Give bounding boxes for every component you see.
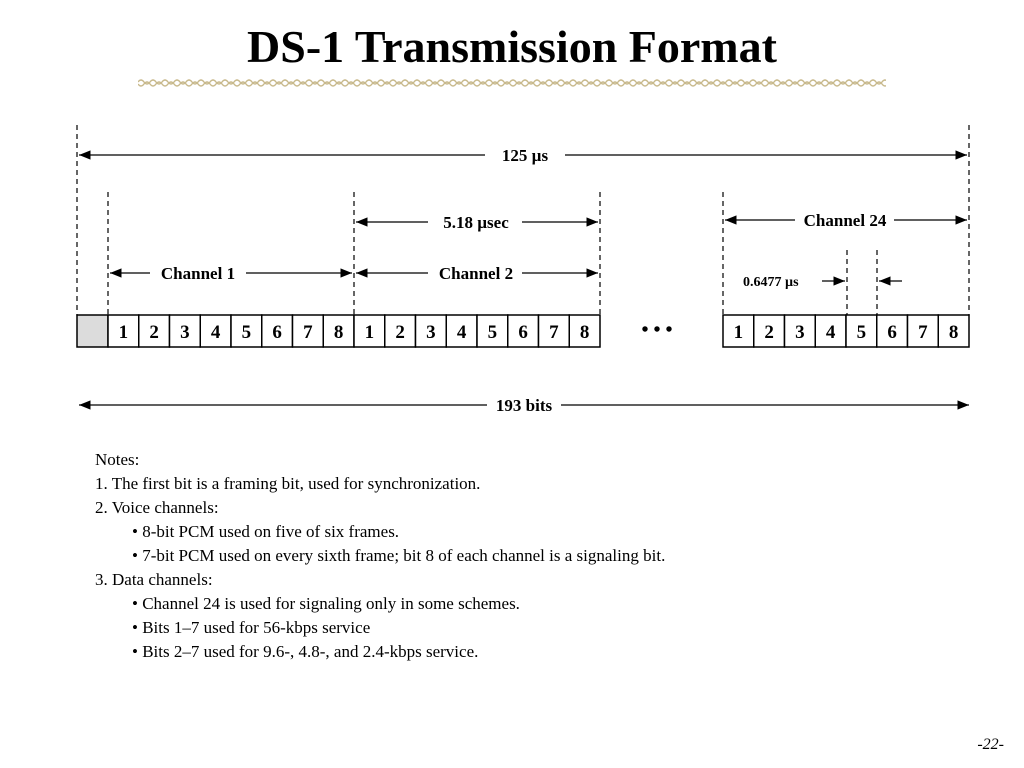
framing-bit-cell [76, 314, 109, 348]
note-voice-7bit: • 7-bit PCM used on every sixth frame; b… [132, 546, 666, 565]
channel2-bit-cell [476, 314, 509, 348]
channel2-bit-number: 8 [580, 322, 590, 343]
ellipsis: • • • [641, 319, 672, 341]
channel1-bit-cell [230, 314, 263, 348]
channel24-bit-cell [876, 314, 909, 348]
page-number: -22- [977, 736, 1004, 753]
note-data-56kbps: • Bits 1–7 used for 56-kbps service [132, 618, 371, 637]
channel2-bit-number: 3 [426, 322, 436, 343]
channel-duration-label: 5.18 µsec [443, 213, 509, 232]
channel24-bit-number: 1 [734, 322, 744, 343]
channel1-bit-number: 8 [334, 322, 344, 343]
channel24-bit-number: 6 [887, 322, 897, 343]
channel1-bit-number: 5 [242, 322, 252, 343]
channel2-bit-cell [507, 314, 540, 348]
channel2-bit-cell [384, 314, 417, 348]
channel1-bit-cell [199, 314, 232, 348]
channel1-bit-number: 4 [211, 322, 221, 343]
channel2-label: Channel 2 [439, 264, 513, 283]
channel24-bit-number: 3 [795, 322, 805, 343]
note-voice-channels: 2. Voice channels: [95, 498, 219, 517]
slide-title: DS-1 Transmission Format [247, 21, 777, 72]
channel2-bit-number: 7 [549, 322, 559, 343]
note-data-low-rate: • Bits 2–7 used for 9.6-, 4.8-, and 2.4-… [132, 642, 479, 661]
channel24-bit-number: 5 [857, 322, 867, 343]
channel1-bit-cell [261, 314, 294, 348]
channel24-bit-cell [814, 314, 847, 348]
note-framing-bit: 1. The first bit is a framing bit, used … [95, 474, 481, 493]
notes-list: 1. The first bit is a framing bit, used … [95, 472, 895, 664]
channel2-bit-cell [414, 314, 447, 348]
channel24-bit-cell [753, 314, 786, 348]
ds1-frame-diagram: 125 µs 5.18 µsec Channel 24 Channel 1 Ch… [76, 125, 970, 415]
channel24-label: Channel 24 [804, 211, 887, 230]
channel1-bit-number: 3 [180, 322, 190, 343]
channel1-bit-number: 1 [119, 322, 129, 343]
channel1-label: Channel 1 [161, 264, 235, 283]
channel24-bit-number: 2 [764, 322, 774, 343]
channel2-bit-number: 2 [395, 322, 405, 343]
note-voice-8bit: • 8-bit PCM used on five of six frames. [132, 522, 400, 541]
channel24-bit-number: 4 [826, 322, 836, 343]
channel24-bit-number: 8 [949, 322, 959, 343]
channel24-bit-number: 7 [918, 322, 928, 343]
note-data-channel24: • Channel 24 is used for signaling only … [132, 594, 520, 613]
channel2-bit-cell [568, 314, 601, 348]
channel24-bit-cell [906, 314, 939, 348]
channel1-bit-number: 2 [149, 322, 159, 343]
channel2-bit-cell [353, 314, 386, 348]
channel2-bit-number: 5 [488, 322, 498, 343]
channel2-bit-number: 6 [518, 322, 528, 343]
channel2-bit-cell [445, 314, 478, 348]
channel1-bit-number: 7 [303, 322, 313, 343]
frame-bits-label: 193 bits [496, 396, 553, 415]
channel1-bit-cell [291, 314, 324, 348]
channel24-bit-cell [937, 314, 970, 348]
channel2-bit-number: 4 [457, 322, 467, 343]
channel1-bit-number: 6 [272, 322, 282, 343]
notes-section: Notes: 1. The first bit is a framing bit… [95, 448, 895, 664]
title-underline-ornament [138, 79, 886, 87]
notes-heading: Notes: [95, 450, 140, 469]
channel24-bit-cell [845, 314, 878, 348]
bit-duration-label: 0.6477 µs [743, 275, 799, 290]
channel2-bit-cell [537, 314, 570, 348]
channel2-bit-number: 1 [365, 322, 375, 343]
frame-duration-label: 125 µs [502, 146, 549, 165]
channel24-bit-cell [722, 314, 755, 348]
note-data-channels: 3. Data channels: [95, 570, 213, 589]
